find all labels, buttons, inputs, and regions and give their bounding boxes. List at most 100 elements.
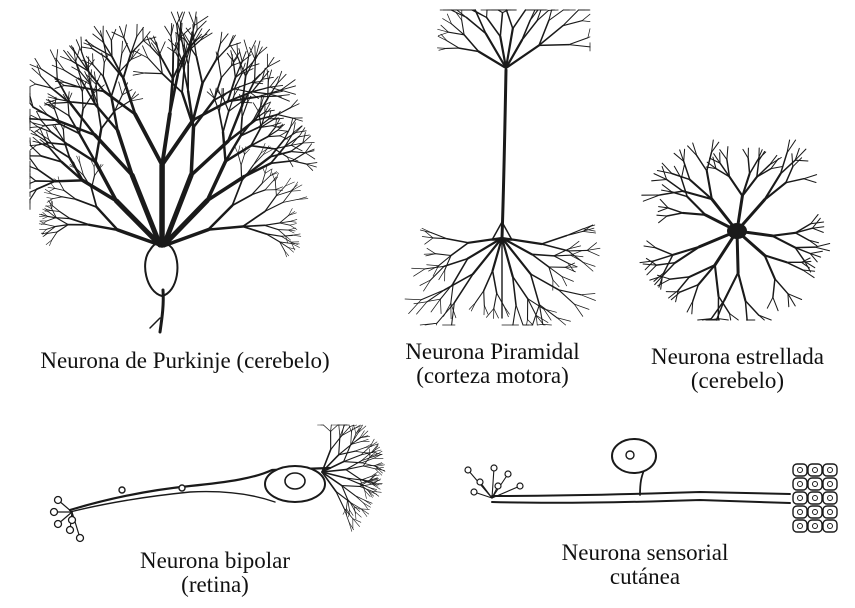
dendrite-branch (51, 64, 65, 71)
dendrite-branch (45, 224, 56, 227)
dendrite-branch (330, 424, 332, 432)
sensory-ending-bulb (504, 470, 512, 478)
dendrite-branch (503, 305, 509, 318)
dendrite-branch (183, 33, 192, 47)
dendrite-branch (344, 477, 361, 485)
dendrite-branch (61, 196, 77, 200)
dendrite-branch (353, 426, 357, 435)
dendrite-branch (500, 236, 514, 278)
dendrite-branch (264, 195, 277, 212)
dendrite-branch (79, 79, 83, 93)
dendrite-branch (811, 217, 821, 229)
dendrite-branch (264, 107, 271, 116)
skin-cell (807, 505, 823, 519)
dendrite-branch (255, 40, 261, 58)
dendrite-branch (60, 160, 84, 182)
dendrite-branch (668, 289, 679, 299)
dendrite-branch (91, 160, 95, 168)
dendrite-branch (180, 35, 185, 56)
dendrite-branch (90, 69, 92, 86)
dendrite-branch (68, 156, 84, 182)
dendrite-branch (661, 165, 668, 181)
bipolar-terminal-bulb (53, 519, 63, 529)
skin-cell (792, 505, 808, 519)
dendrite-branch (64, 81, 81, 88)
dendrite-branch (538, 24, 564, 47)
dendrite-branch (46, 198, 54, 203)
skin-cell-nucleus (827, 509, 833, 515)
skin-cell-nucleus (827, 481, 833, 487)
dendrite-branch (756, 159, 760, 178)
dendrite-branch (472, 9, 488, 19)
dendrite-branch (205, 174, 246, 203)
dendrite-branch (67, 51, 77, 63)
dendrite-branch (37, 168, 56, 183)
dendrite-branch (374, 465, 382, 470)
dendrite-branch (261, 172, 266, 184)
dendrite-branch (794, 246, 816, 249)
skin-cell (792, 519, 808, 533)
dendrite-branch (434, 253, 452, 257)
dendrite-branch (582, 261, 594, 272)
dendrite-branch (177, 22, 182, 37)
dendrite-branch (688, 178, 713, 201)
dendrite-branch (348, 521, 354, 531)
sensory-stalk (639, 469, 645, 496)
dendrite-branch (276, 70, 283, 85)
dendrite-branch (350, 431, 352, 446)
dendrite-branch (32, 140, 41, 144)
pyramidal-neuron-drawing (404, 9, 601, 326)
dendrite-branch (130, 48, 140, 61)
dendrite-branch (273, 117, 284, 120)
skin-cell-nucleus (797, 467, 803, 473)
dendrite-branch (794, 246, 811, 255)
skin-cell (822, 519, 838, 533)
dendrite-branch (349, 501, 362, 510)
dendrite-branch (46, 226, 56, 230)
sensory-axon-upper (491, 491, 791, 497)
dendrite-branch (800, 257, 811, 263)
dendrite-branch (360, 508, 370, 515)
dendrite-branch (456, 9, 468, 19)
dendrite-branch (29, 188, 38, 193)
dendrite-branch (371, 482, 379, 487)
dendrite-branch (443, 273, 474, 291)
dendrite-branch (791, 153, 794, 168)
dendrite-branch (291, 243, 300, 248)
dendrite-branch (437, 28, 449, 33)
dendrite-branch (218, 62, 222, 79)
dendrite-branch (288, 208, 293, 216)
dendrite-branch (262, 149, 273, 156)
dendrite-branch (712, 156, 717, 170)
dendrite-branch (423, 253, 436, 255)
dendrite-branch (679, 149, 685, 162)
dendrite-branch (279, 130, 289, 137)
dendrite-branch (41, 220, 48, 225)
pyramidal-label: Neurona Piramidal (corteza motora) (380, 340, 605, 388)
dendrite-branch (46, 217, 57, 222)
dendrite-branch (31, 67, 42, 77)
dendrite-branch (512, 9, 527, 30)
sensory-ending-bulb (516, 482, 524, 490)
dendrite-branch (758, 314, 765, 321)
dendrite-branch (646, 264, 658, 276)
dendrite-branch (113, 198, 163, 248)
dendrite-branch (266, 60, 281, 68)
dendrite-branch (48, 188, 56, 192)
dendrite-branch (426, 247, 436, 255)
dendrite-branch (85, 55, 94, 66)
dendrite-branch (586, 250, 600, 257)
bipolar-neuron-drawing (49, 424, 386, 543)
dendrite-branch (656, 169, 673, 175)
dendrite-branch (450, 242, 470, 257)
stellate-neuron-drawing (639, 139, 831, 321)
dendrite-branch (360, 446, 371, 456)
dendrite-branch (372, 451, 382, 455)
dendrite-branch (69, 102, 97, 137)
dendrite-branch (437, 254, 452, 267)
dendrite-branch (252, 102, 260, 113)
dendrite-branch (53, 178, 60, 183)
dendrite-branch (639, 260, 655, 264)
dendrite-branch (276, 73, 287, 85)
dendrite-branch (30, 130, 39, 137)
